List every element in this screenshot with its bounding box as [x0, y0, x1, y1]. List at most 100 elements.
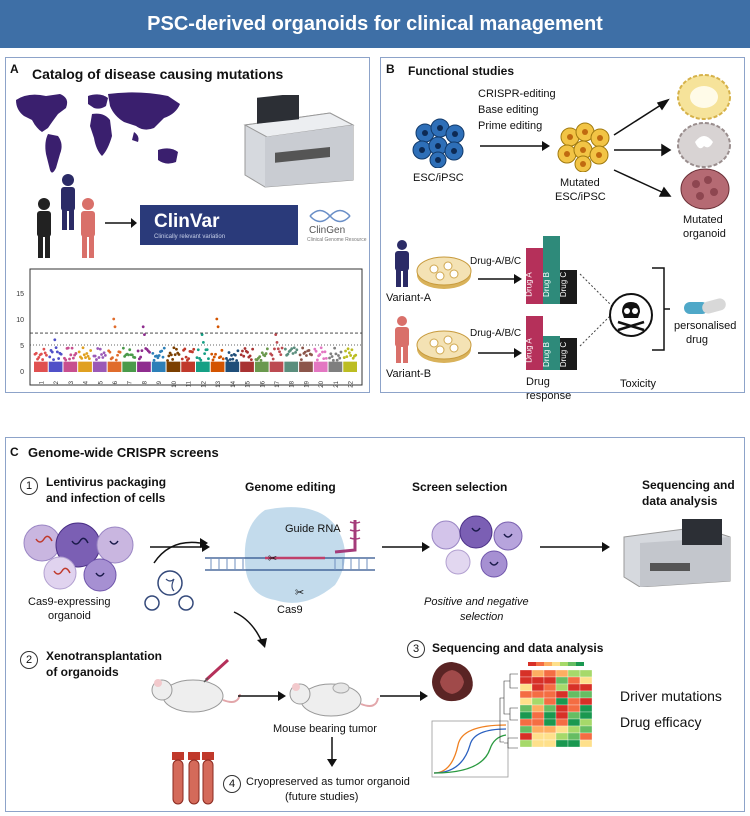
chromosome-band: [122, 361, 137, 372]
world-map-image: [16, 92, 180, 173]
cas9-dna-complex: [205, 507, 375, 603]
cas9-organoid-label-1: Cas9-expressing: [28, 596, 111, 608]
snp-point: [333, 346, 337, 350]
drug-c-label: Drug C: [559, 271, 569, 298]
heatmap-color-key: [528, 662, 536, 666]
heatmap-cell: [519, 704, 533, 713]
selected-cells: [431, 515, 523, 578]
heatmap-cell: [579, 683, 593, 692]
chromosome-band: [284, 361, 299, 372]
x-tick-label: 17: [275, 380, 281, 387]
snp-point: [349, 354, 353, 357]
snp-point: [55, 350, 59, 354]
toxicity-label: Toxicity: [620, 378, 657, 390]
sequencer-image: [243, 95, 355, 188]
petri-dish-a: [416, 256, 472, 289]
snp-point: [66, 346, 70, 350]
x-tick-label: 16: [260, 380, 266, 387]
panel-c: [5, 437, 745, 812]
page-title: PSC-derived organoids for clinical manag…: [0, 0, 750, 48]
snp-point: [180, 357, 184, 361]
heatmap-cell: [519, 739, 533, 748]
heatmap-cell: [531, 669, 545, 678]
variant-a-person-icon: [395, 240, 409, 287]
snp-point: [199, 358, 203, 362]
snp-point: [160, 349, 164, 353]
seq-title-1: Sequencing and: [642, 478, 735, 492]
snp-point: [41, 358, 45, 361]
snp-point: [184, 355, 188, 359]
snp-point: [69, 353, 73, 357]
snp-point: [350, 348, 354, 352]
chromosome-band: [107, 361, 122, 372]
x-tick-label: 15: [246, 380, 252, 387]
panel-b-letter: B: [386, 62, 395, 76]
heatmap-cell: [519, 676, 533, 685]
snp-point: [161, 355, 165, 359]
panel-a: [5, 57, 370, 393]
heatmap-color-key: [544, 662, 552, 666]
snp-point: [157, 354, 161, 357]
arrow-icon: [105, 218, 137, 228]
snp-point: [331, 358, 335, 362]
snp-point: [318, 353, 322, 356]
heatmap-cell: [567, 704, 581, 713]
arrow-icon: [478, 348, 522, 358]
personalised-label-2: drug: [686, 334, 709, 346]
snp-point: [315, 358, 319, 362]
petri-dish-b: [416, 330, 472, 363]
heatmap-cell: [555, 739, 569, 748]
snp-point: [295, 348, 299, 352]
heatmap-cell: [555, 669, 569, 678]
dna-icon: [309, 209, 351, 223]
y-tick-label: 0: [20, 369, 24, 376]
heatmap-cell: [579, 725, 593, 734]
panel-a-title: Catalog of disease causing mutations: [32, 66, 284, 82]
heatmap-cell: [579, 704, 593, 713]
snp-point: [151, 351, 155, 355]
y-tick-label: 15: [16, 291, 24, 298]
snp-point: [330, 355, 334, 358]
snp-point: [43, 351, 47, 355]
snp-point: [286, 352, 290, 356]
x-tick-label: 3: [69, 380, 75, 384]
snp-point: [139, 355, 143, 359]
clinvar-logo: ClinVar Clinically relevant variation: [140, 205, 298, 245]
snp-point: [214, 352, 217, 356]
snp-point: [278, 350, 281, 354]
snp-point: [335, 358, 339, 362]
arrow-icon: [540, 542, 610, 552]
panel-c-title: Genome-wide CRISPR screens: [28, 445, 219, 460]
heatmap-cell: [543, 704, 557, 713]
x-tick-label: 2: [54, 380, 60, 384]
variant-a-label: Variant-A: [386, 292, 432, 304]
heatmap-cell: [555, 676, 569, 685]
chromosome-band: [299, 361, 313, 372]
organoid-normal: [677, 74, 731, 120]
heatmap-cell: [519, 683, 533, 692]
snp-point: [96, 347, 100, 350]
snp-point: [205, 348, 209, 352]
snp-point: [71, 356, 75, 360]
snp-point: [195, 356, 199, 360]
snp-point: [334, 352, 338, 356]
heatmap-cell: [567, 711, 581, 720]
snp-point: [294, 350, 297, 354]
snp-point: [171, 358, 175, 361]
snp-point: [249, 358, 253, 361]
drug-efficacy-label: Drug efficacy: [620, 714, 702, 730]
snp-point: [45, 353, 48, 357]
dose-response-curve: [431, 720, 509, 778]
snp-point: [292, 346, 296, 350]
snp-point: [321, 350, 324, 354]
x-tick-label: 10: [172, 380, 178, 387]
snp-point: [270, 353, 274, 357]
arrow-icon: [382, 542, 430, 552]
arrow-icon: [327, 737, 337, 767]
snp-point: [290, 347, 294, 351]
heatmap-cell: [567, 732, 581, 741]
arrow-icon: [238, 691, 286, 701]
snp-point: [103, 353, 107, 357]
snp-point: [319, 346, 323, 350]
mutated-organoid-label-1: Mutated: [683, 214, 723, 226]
